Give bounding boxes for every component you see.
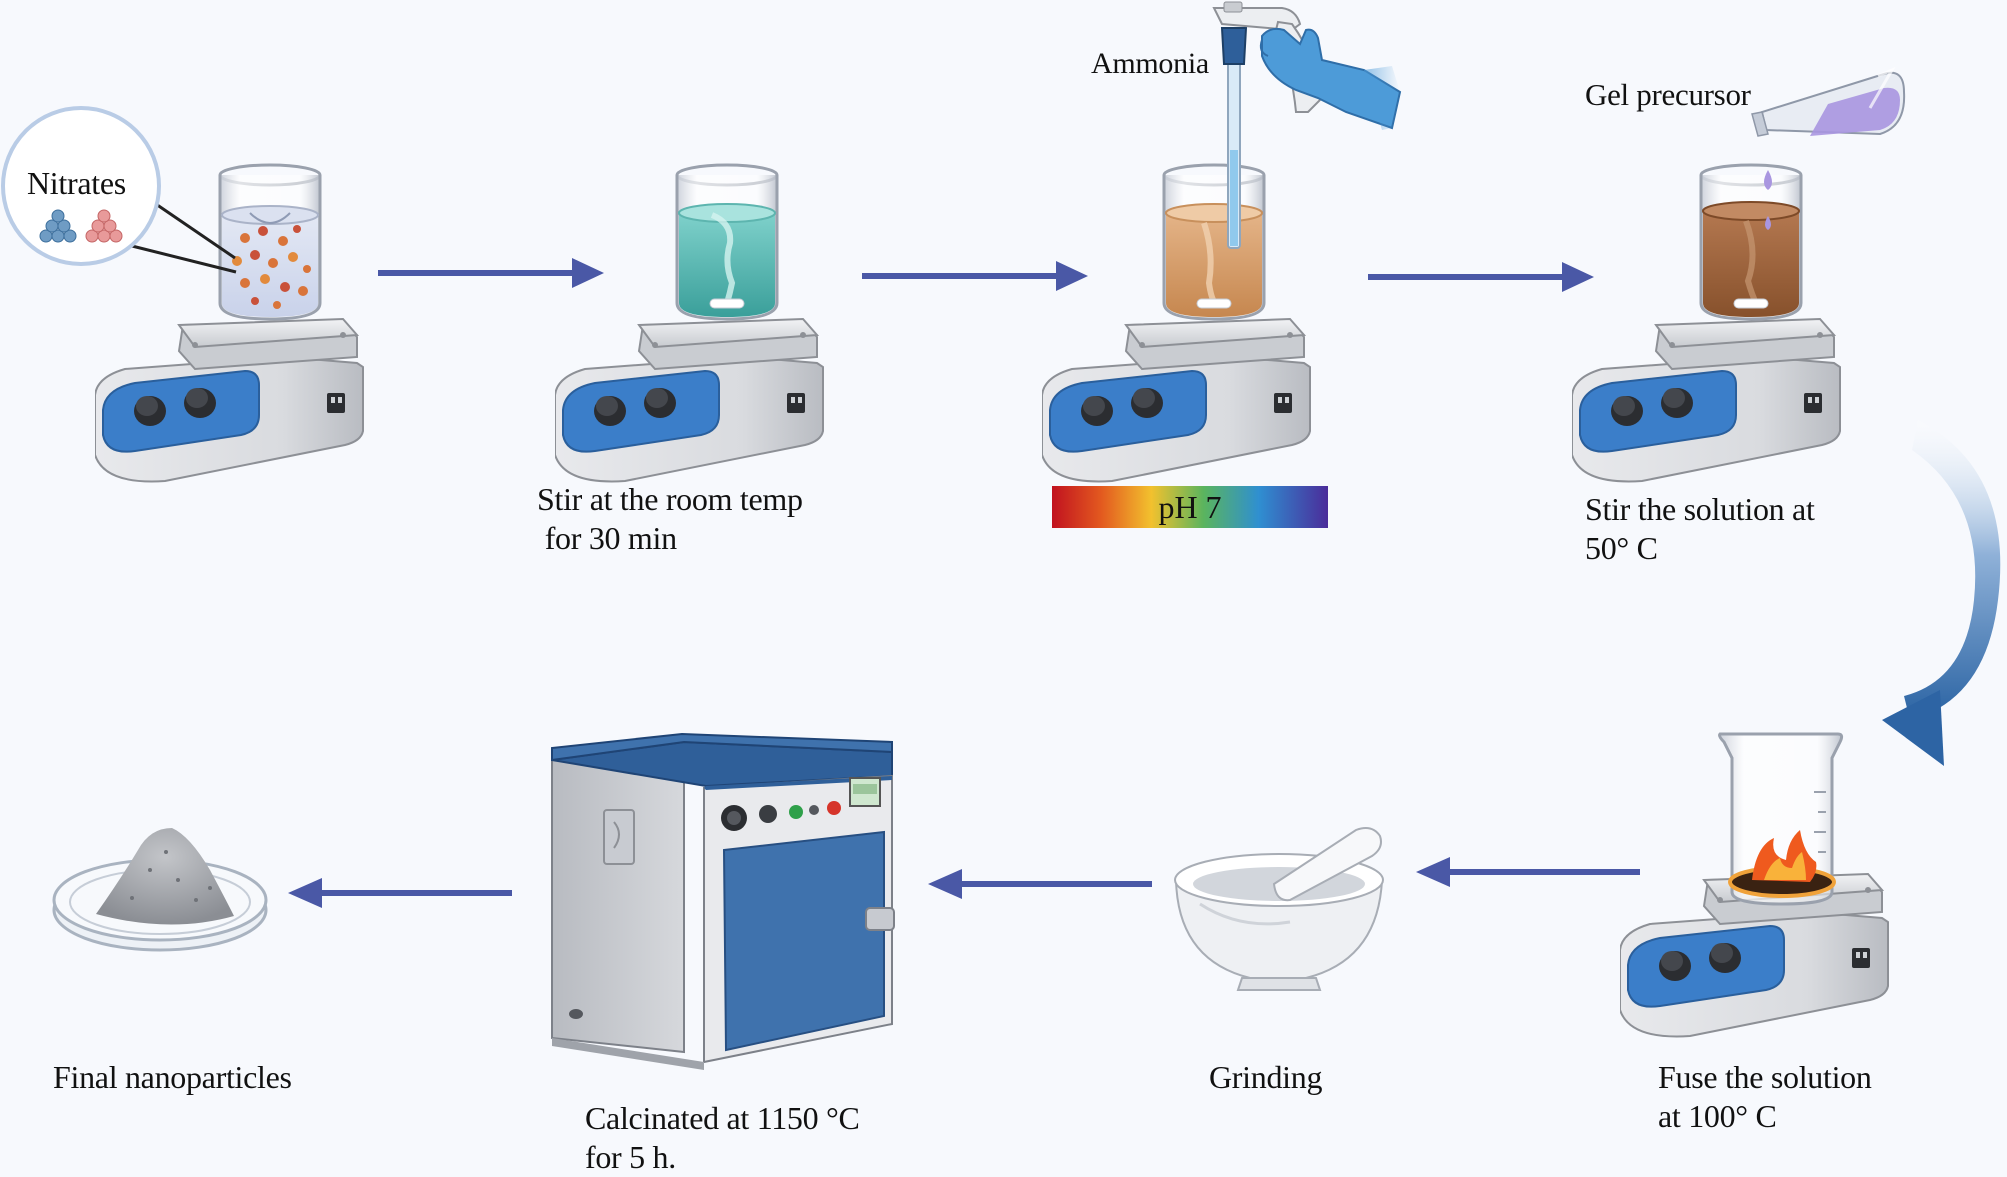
hotplate-stirrer-icon	[95, 318, 364, 483]
flow-arrow-2	[862, 261, 1088, 291]
step-grinding-label: Grinding	[1209, 1059, 1323, 1095]
flow-arrow-5	[928, 869, 1152, 899]
gloved-hand-icon	[1259, 27, 1402, 130]
step-stir-room-line2: for 30 min	[537, 520, 677, 557]
muffle-furnace-icon	[551, 732, 895, 1070]
flow-arrow-4	[1416, 857, 1640, 887]
magnifier-circle-icon	[1, 106, 161, 266]
curved-arrow	[1882, 420, 2001, 766]
hotplate-stirrer-2	[555, 163, 824, 483]
step-stir-50-line2: 50° C	[1585, 530, 1658, 567]
step-fuse-label: Fuse the solution at 100° C	[1658, 1058, 1872, 1136]
ph-gradient-bar	[1052, 486, 1328, 528]
hotplate-stirrer-4	[1572, 66, 1906, 483]
flow-arrow-1	[378, 258, 604, 288]
step-final-label: Final nanoparticles	[53, 1059, 292, 1095]
nitrates-label: Nitrates	[27, 165, 126, 201]
flask-icon	[1751, 66, 1906, 137]
step-fuse-line1: Fuse the solution	[1658, 1059, 1872, 1095]
hotplate-stirrer-5	[1620, 732, 1889, 1038]
gel-precursor-label: Gel precursor	[1585, 77, 1751, 112]
flow-arrow-6	[288, 878, 512, 908]
ammonia-label: Ammonia	[1091, 47, 1209, 80]
beaker-nitrates	[218, 163, 322, 321]
step-stir-room-line1: Stir at the room temp	[537, 481, 803, 517]
step-stir-50-line1: Stir the solution at	[1585, 491, 1815, 527]
step-calcinated-label: Calcinated at 1150 °C for 5 h.	[585, 1099, 860, 1177]
ph-label: pH 7	[1158, 489, 1222, 525]
step-fuse-line2: at 100° C	[1658, 1098, 1777, 1135]
hotplate-stirrer-icon	[1572, 318, 1841, 483]
hotplate-stirrer-icon	[555, 318, 824, 483]
flame-icon	[1728, 830, 1836, 898]
step-calcinated-line1: Calcinated at 1150 °C	[585, 1100, 860, 1136]
mortar-pestle-icon	[1174, 827, 1384, 991]
hotplate-stirrer-3	[1042, 1, 1402, 483]
drop-icon	[1764, 170, 1772, 190]
beaker-teal	[675, 163, 779, 321]
hotplate-stirrer-1	[1, 106, 364, 483]
flow-arrow-3	[1368, 262, 1594, 292]
beaker-brown	[1699, 163, 1803, 321]
step-stir-room-label: Stir at the room temp for 30 min	[537, 480, 803, 558]
step-stir-50-label: Stir the solution at 50° C	[1585, 490, 1815, 568]
hotplate-stirrer-icon	[1042, 318, 1311, 483]
step-calcinated-line2: for 5 h.	[585, 1139, 676, 1176]
petri-dish-icon	[52, 828, 268, 952]
beaker-tan	[1162, 163, 1266, 321]
